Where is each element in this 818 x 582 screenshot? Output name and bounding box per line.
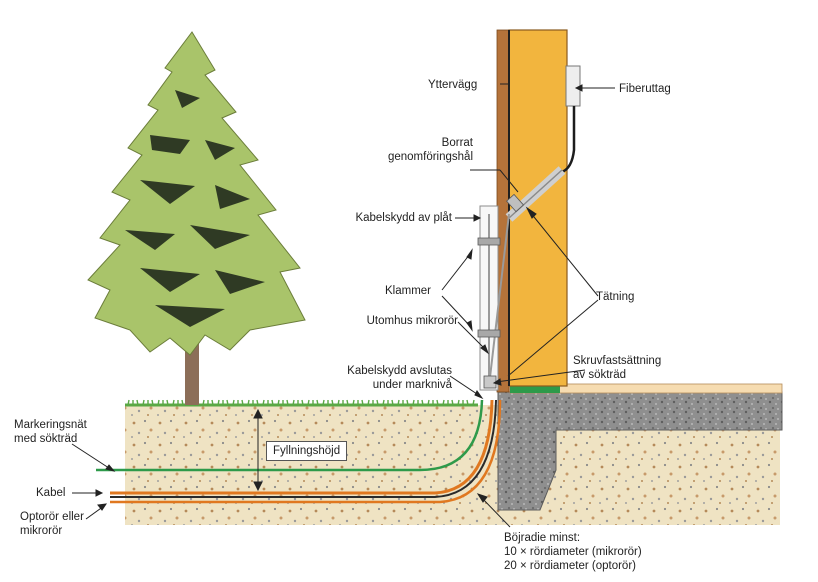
tree-shadows [125,90,265,327]
grass-blade [337,399,340,406]
grass-blade [376,399,379,406]
tree [87,31,306,405]
grass-blade [391,399,394,406]
label-cable-protection-end: Kabelskydd avslutas under marknivå [347,365,452,391]
label-clamps: Klammer [385,285,432,297]
grass-blade [241,399,244,406]
label-screw-fastening: Skruvfastsättning av sökträd [573,355,662,381]
grass-blade [247,399,250,406]
grass-blade [256,399,259,406]
fiber-outlet-box [565,65,581,107]
grass-blade [421,399,424,406]
grass-blade [136,399,139,406]
grass-blade [367,399,370,406]
grass-blade [442,399,445,406]
label-cable: Kabel [36,487,66,499]
grass-blade [127,399,130,406]
grass-blade [412,399,415,406]
grass-blade [202,399,205,406]
grass-blade [217,399,220,406]
sill-seal [510,384,560,393]
soil [125,405,780,525]
grass-blade [307,399,310,406]
grass-blade [316,399,319,406]
grass-blade [181,399,184,406]
grass-blade [382,399,385,406]
label-fiber-outlet: Fiberuttag [619,83,671,95]
grass [125,399,478,407]
grass-blade [157,399,160,406]
grass-blade [361,399,364,406]
label-outer-wall: Yttervägg [428,79,478,91]
grass-blade [271,399,274,406]
sealing [506,193,524,213]
grass-blade [322,399,325,406]
grass-blade [397,399,400,406]
clamp-lower [477,329,501,338]
label-fill-height: Fyllningshöjd [266,441,348,461]
grass-blade [301,399,304,406]
fill-height-dimension [253,408,263,492]
grass-blade [211,399,214,406]
concrete-foundation [497,391,783,511]
label-marking-net: Markeringsnät med sökträd [14,419,87,445]
grass-blade [262,399,265,406]
tree-foliage [87,31,306,356]
grass-blade [427,399,430,406]
grass-blade [277,399,280,406]
grass-blade [226,399,229,406]
screw-fastening [483,375,497,389]
indoor-cable [561,106,576,174]
grass-blade [172,399,175,406]
grass-blade [292,399,295,406]
clamp-upper [477,237,501,246]
label-ducts: Optorör eller mikrorör [20,511,84,537]
grass-blade [457,399,460,406]
label-sealing: Tätning [596,291,635,303]
green-marking-line [96,399,484,472]
grass-blade [436,399,439,406]
grass-blade [451,399,454,406]
label-metal-cable-protection: Kabelskydd av plåt [355,212,452,224]
grass-blade [142,399,145,406]
label-drilled-hole: Borrat genomföringshål [387,137,473,163]
grass-blade [466,399,469,406]
duct-line-orange [110,399,502,504]
label-bend-radius: Böjradie minst: 10 × rördiameter (mikror… [504,532,642,572]
grass-blade [352,399,355,406]
grass-blade [331,399,334,406]
grass-blade [232,399,235,406]
label-outdoor-microduct: Utomhus mikrorör [366,315,458,327]
grass-blade [406,399,409,406]
leader-lines [71,83,615,528]
grass-blade [346,399,349,406]
cable-line [110,399,494,495]
grass-blade [151,399,154,406]
grass-blade [286,399,289,406]
grass-blade [472,399,475,406]
duct-line-dark [110,399,497,498]
grass-blade [166,399,169,406]
